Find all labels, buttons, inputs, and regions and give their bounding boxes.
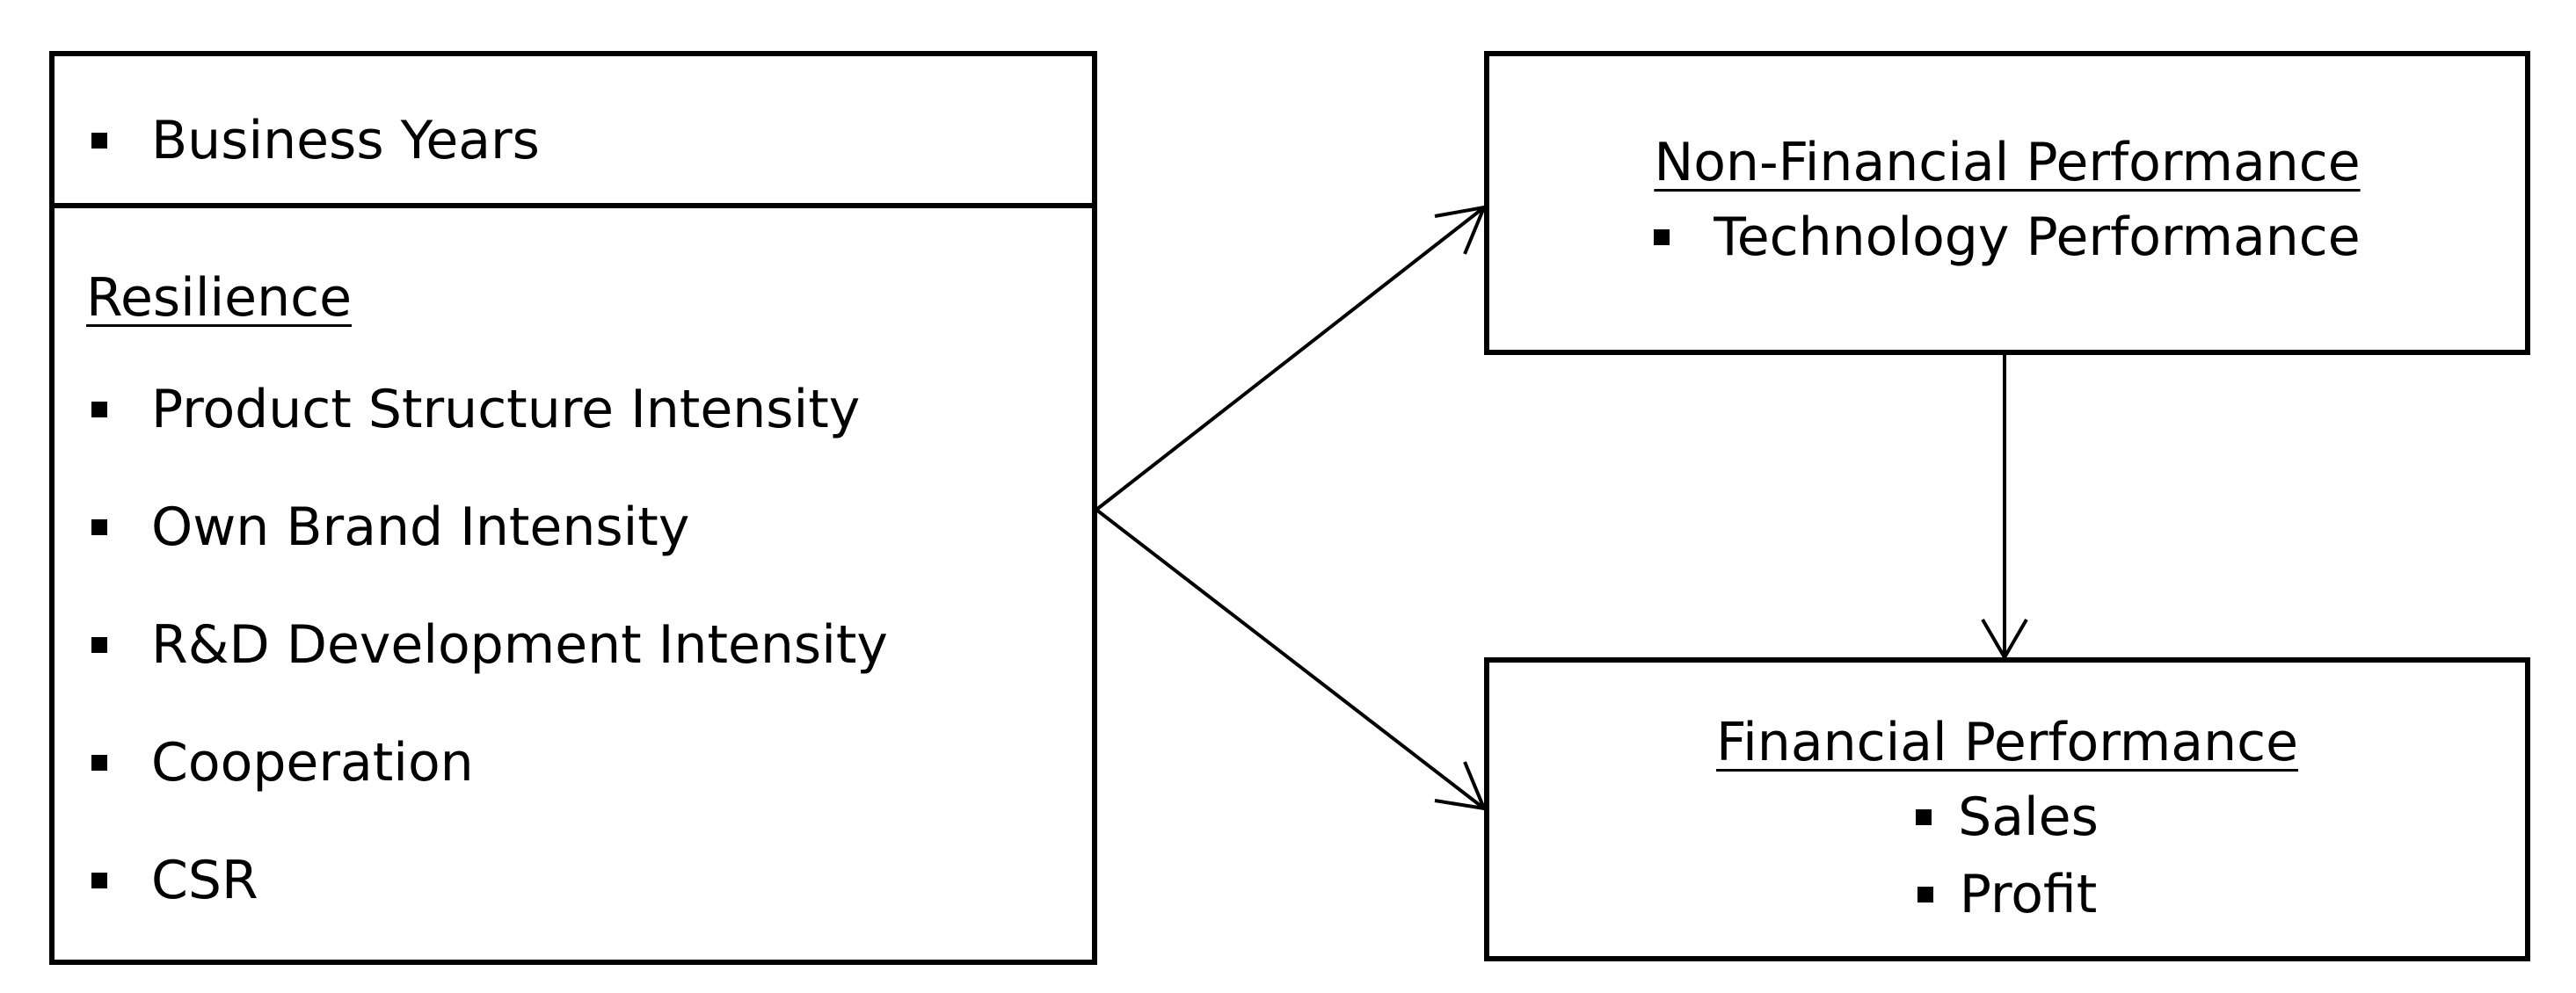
bullet-icon [91, 133, 107, 149]
financial-title-row: Financial Performance [1489, 712, 2525, 773]
nonfinancial-title-row: Non-Financial Performance [1489, 132, 2525, 193]
list-item-label: Own Brand Intensity [151, 496, 690, 558]
bullet-icon [91, 755, 107, 771]
left-box-divider [55, 203, 1092, 208]
bullet-icon [91, 873, 107, 888]
list-item-business-years: Business Years [91, 114, 540, 167]
list-item: Cooperation [91, 736, 474, 789]
bullet-icon [91, 519, 107, 535]
list-item-label: Profit [1959, 864, 2098, 925]
financial-title: Financial Performance [1715, 712, 2299, 773]
list-item-label: Cooperation [151, 732, 474, 794]
list-item-label: Product Structure Intensity [151, 379, 861, 440]
list-item-label: Sales [1958, 786, 2099, 848]
business-years-label: Business Years [151, 110, 540, 171]
list-item-label: Technology Performance [1714, 207, 2361, 268]
list-item: Own Brand Intensity [91, 501, 689, 554]
left-factors-box: Business Years Resilience Product Struct… [49, 51, 1097, 965]
nonfinancial-performance-box: Non-Financial Performance Technology Per… [1484, 51, 2530, 355]
resilience-heading-row: Resilience [86, 267, 352, 329]
bullet-icon [91, 402, 107, 417]
list-item-label: R&D Development Intensity [151, 614, 888, 676]
list-item: CSR [91, 854, 258, 907]
list-item: R&D Development Intensity [91, 619, 888, 671]
arrow-to-financial [1095, 508, 1486, 810]
resilience-heading: Resilience [86, 267, 353, 329]
financial-performance-box: Financial Performance Sales Profit [1484, 657, 2530, 961]
bullet-icon [1916, 809, 1932, 825]
list-item: Profit [1489, 868, 2525, 921]
list-item-label: CSR [151, 850, 258, 911]
arrow-to-nonfinancial [1095, 206, 1486, 511]
bullet-icon [1917, 887, 1933, 902]
bullet-icon [91, 637, 107, 653]
list-item: Product Structure Intensity [91, 383, 860, 436]
list-item: Sales [1489, 791, 2525, 844]
nonfinancial-title: Non-Financial Performance [1654, 132, 2361, 193]
bullet-icon [1654, 229, 1670, 245]
list-item: Technology Performance [1489, 211, 2525, 264]
